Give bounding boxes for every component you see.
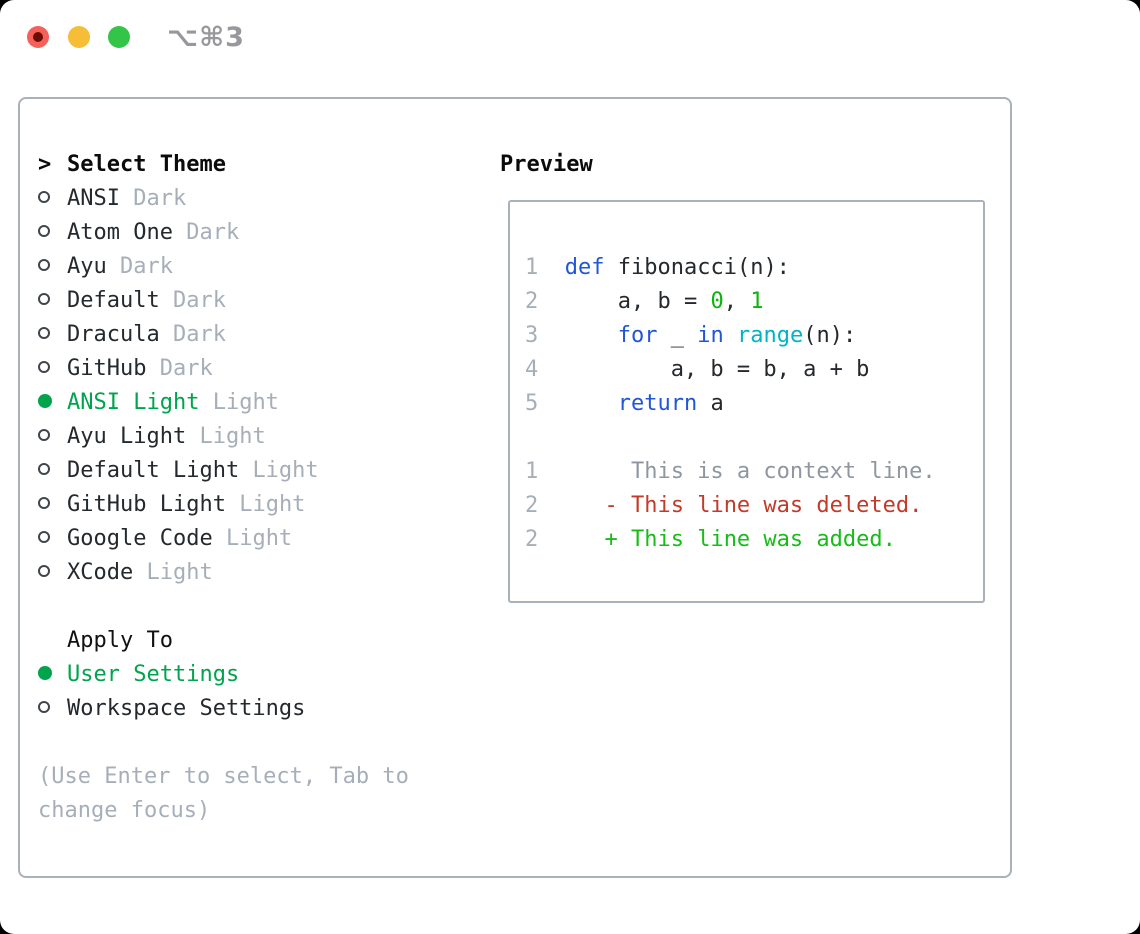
apply-option-user-settings[interactable]: User Settings [20,658,490,692]
radio-icon [38,531,50,543]
spacer [20,590,490,624]
radio-selected-icon [38,394,52,408]
option-label: Workspace Settings [67,696,306,721]
option-tag: Light [199,424,266,449]
option-tag: Light [252,458,319,483]
theme-option-google-code[interactable]: Google Code Light [20,522,490,556]
option-label: Ayu Light [67,424,187,449]
option-label: Ayu [67,254,107,279]
option-label: Default Light [67,458,240,483]
radio-icon [38,259,50,271]
option-tag: Light [212,390,279,415]
option-label: Atom One [67,220,173,245]
theme-option-dracula[interactable]: Dracula Dark [20,318,490,352]
preview-pane: 1 def fibonacci(n): 2 a, b = 0, 1 3 for … [508,200,985,603]
radio-icon [38,565,50,577]
select-theme-title: Select Theme [67,152,226,177]
theme-option-ayu[interactable]: Ayu Dark [20,250,490,284]
theme-option-ayu-light[interactable]: Ayu Light Light [20,420,490,454]
zoom-button[interactable] [108,26,130,48]
option-tag: Dark [120,254,173,279]
theme-option-github-light[interactable]: GitHub Light Light [20,488,490,522]
radio-icon [38,327,50,339]
option-label: Google Code [67,526,213,551]
option-label: GitHub Light [67,492,226,517]
radio-icon [38,225,50,237]
option-label: GitHub [67,356,147,381]
help-line: (Use Enter to select, Tab to [38,764,409,789]
apply-to-title: Apply To [67,628,173,653]
option-label: XCode [67,560,134,585]
radio-icon [38,701,50,713]
preview-title: Preview [500,152,593,177]
theme-option-xcode[interactable]: XCode Light [20,556,490,590]
radio-icon [38,293,50,305]
radio-selected-icon [38,666,52,680]
option-tag: Dark [133,186,187,211]
option-tag: Light [239,492,306,517]
option-label: Dracula [67,322,160,347]
theme-option-default[interactable]: Default Dark [20,284,490,318]
radio-icon [38,361,50,373]
theme-option-ansi-light[interactable]: ANSI Light Light [20,386,490,420]
titlebar: ⌥⌘3 [0,0,1140,74]
theme-option-atom-one[interactable]: Atom One Dark [20,216,490,250]
radio-icon [38,497,50,509]
option-tag: Dark [172,322,226,347]
option-tag: Dark [159,356,213,381]
help-line: change focus) [38,798,211,823]
theme-option-github[interactable]: GitHub Dark [20,352,490,386]
help-text: (Use Enter to select, Tab to change focus… [20,760,490,828]
radio-icon [38,429,50,441]
code-preview: 1 def fibonacci(n): 2 a, b = 0, 1 3 for … [525,255,936,552]
option-label: ANSI [67,186,120,211]
radio-icon [38,191,50,203]
minimize-button[interactable] [68,26,90,48]
option-label: ANSI Light [67,390,200,415]
option-label: Default [67,288,160,313]
option-label: User Settings [67,662,240,687]
theme-option-ansi[interactable]: ANSI Dark [20,182,490,216]
theme-option-default-light[interactable]: Default Light Light [20,454,490,488]
option-tag: Light [146,560,213,585]
close-button[interactable] [27,26,49,48]
option-tag: Dark [172,288,226,313]
apply-option-workspace-settings[interactable]: Workspace Settings [20,692,490,726]
spacer [20,726,490,760]
option-tag: Dark [186,220,240,245]
option-tag: Light [225,526,293,551]
window-shortcut-label: ⌥⌘3 [167,22,245,53]
apply-to-header: Apply To [20,624,490,658]
prompt-icon: > [38,152,52,177]
radio-icon [38,463,50,475]
select-theme-header: > Select Theme [20,148,490,182]
